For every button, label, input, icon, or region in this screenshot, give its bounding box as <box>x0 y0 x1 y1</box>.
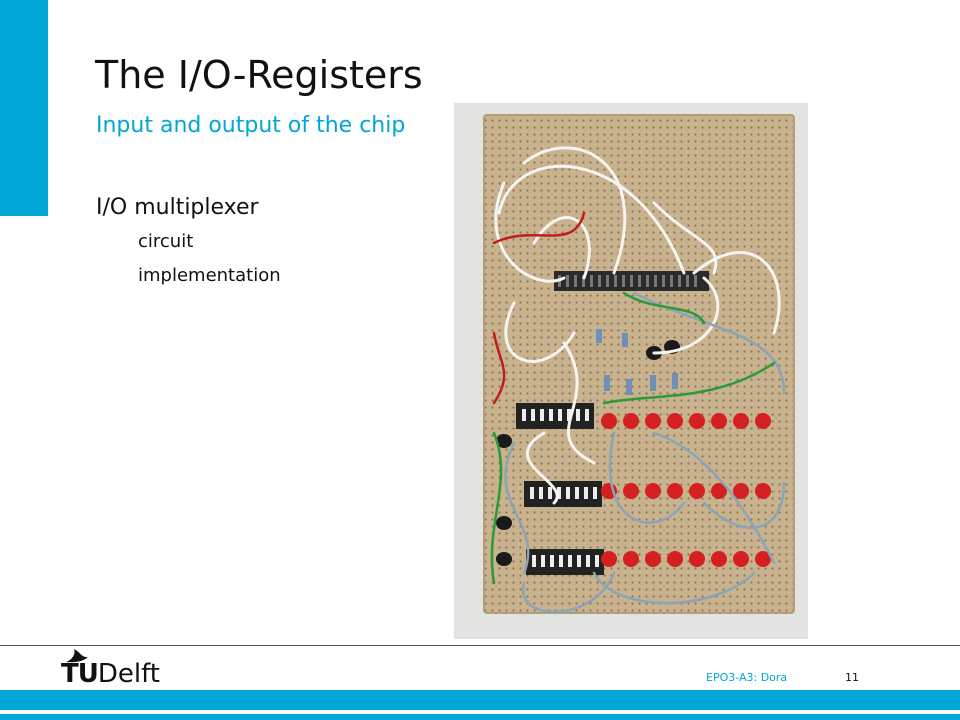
page-number: 11 <box>845 671 859 684</box>
sub-bullet-circuit: circuit <box>138 231 194 252</box>
perfboard <box>483 114 795 614</box>
footer-line <box>0 714 960 720</box>
footer-band <box>0 690 960 710</box>
course-label: EPO3-A3: Dora <box>706 671 788 684</box>
tudelft-logo: TUDelft <box>61 659 160 689</box>
dip-switch-1 <box>516 403 594 429</box>
circuit-board-photo <box>454 103 808 639</box>
dip-switch-3 <box>526 549 604 575</box>
footer-rule <box>0 645 960 646</box>
accent-bar <box>0 0 48 216</box>
logo-delft: Delft <box>97 659 160 689</box>
slide-title: The I/O-Registers <box>95 53 423 97</box>
bullet-io-multiplexer: I/O multiplexer <box>96 195 259 220</box>
dip-switch-2 <box>524 481 602 507</box>
logo-tu: TU <box>61 659 99 689</box>
tudelft-flame-icon <box>66 649 88 663</box>
sub-bullet-implementation: implementation <box>138 265 281 286</box>
slide-subtitle: Input and output of the chip <box>96 113 406 138</box>
